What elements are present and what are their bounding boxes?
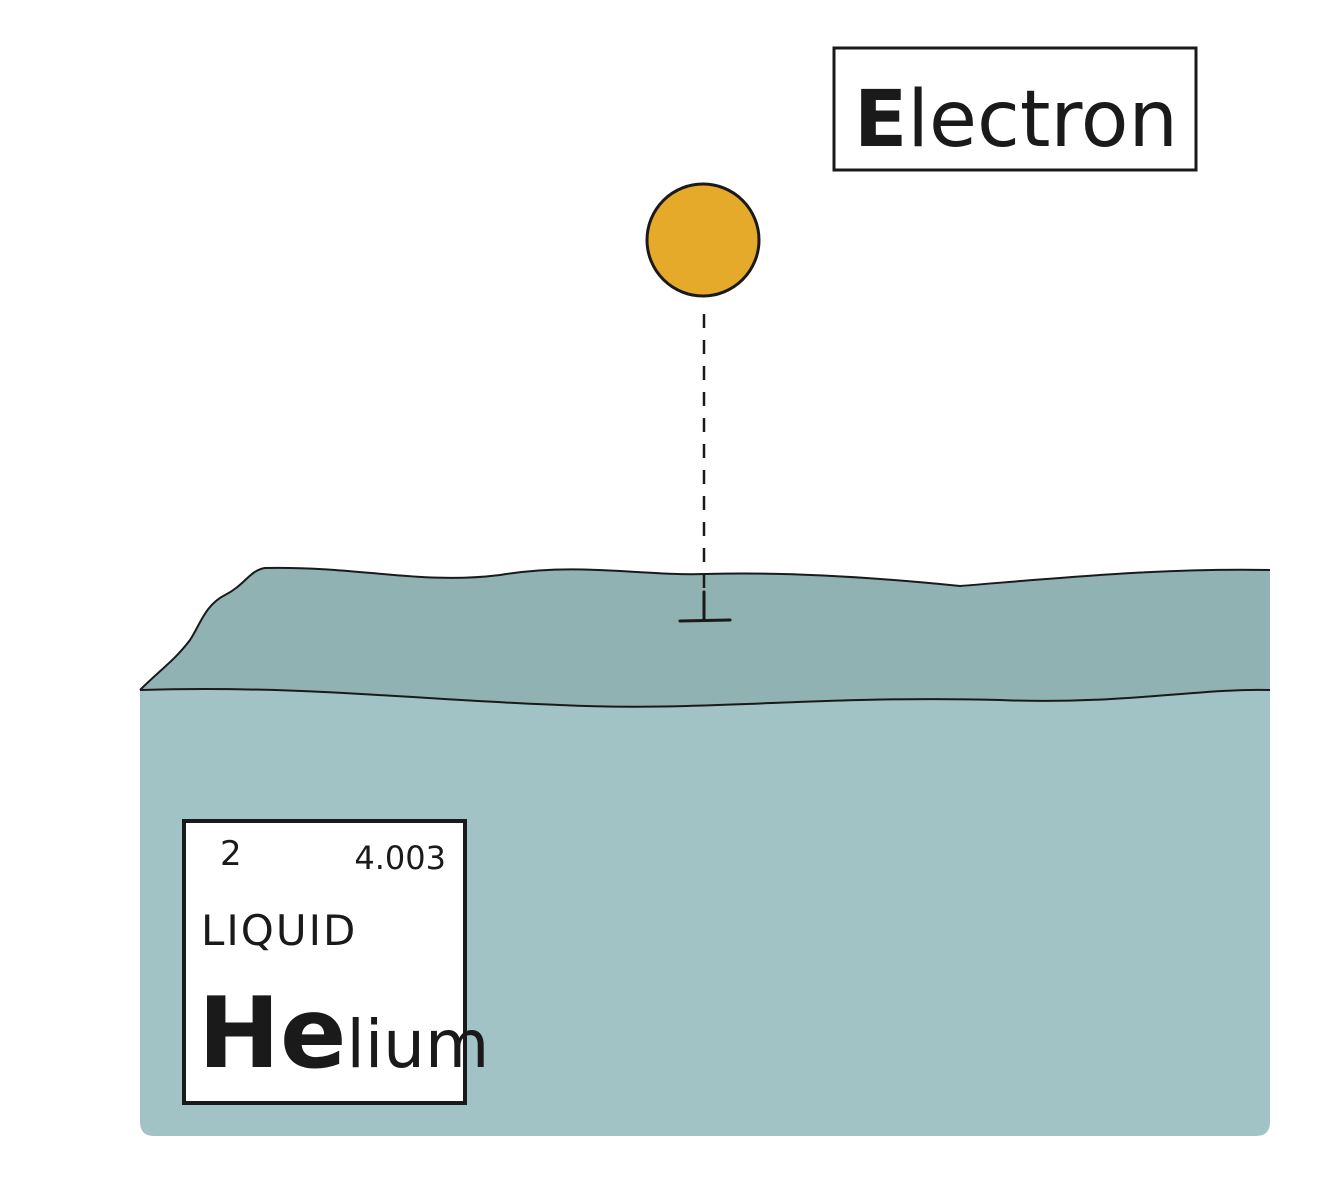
atomic-mass: 4.003 [354, 839, 446, 877]
atomic-number: 2 [220, 834, 242, 874]
surface-bulk-boundary [139, 687, 1271, 708]
inverted-t-marker-icon [678, 590, 732, 623]
element-card-box [182, 819, 467, 1105]
element-symbol: He [198, 977, 346, 1091]
surface-top-outline [139, 566, 1271, 691]
electron-label-bold-initial: E [854, 75, 907, 165]
electron-label-box [832, 46, 1198, 172]
svg-text:Helium: Helium [198, 977, 489, 1091]
liquid-helium-surface-layer [140, 567, 1270, 707]
element-name-rest: lium [346, 1006, 489, 1083]
electron-circle-icon [645, 182, 761, 298]
element-state: LIQUID [201, 906, 357, 955]
helium-element-card: 2 4.003 LIQUID Helium [182, 819, 489, 1105]
electron-label-rest: lectron [907, 75, 1178, 165]
electron-label: Electron [832, 46, 1198, 172]
svg-text:Electron: Electron [854, 75, 1178, 165]
